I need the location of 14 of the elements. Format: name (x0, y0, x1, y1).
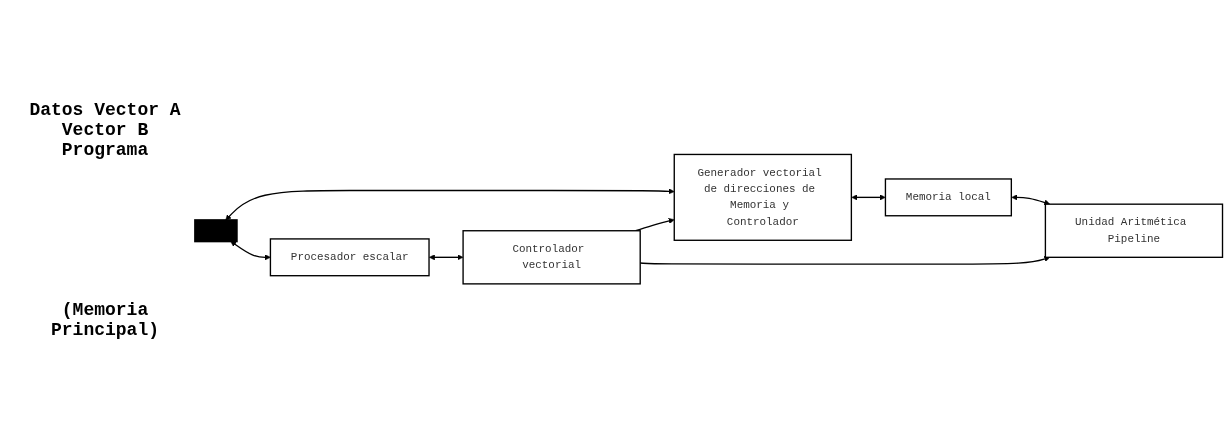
node-box: Unidad Aritmética Pipeline (1044, 203, 1224, 259)
node-box: Controlador vectorial (462, 230, 641, 285)
node-box: Generador vectorial de direcciones de Memoria y Controlador (673, 154, 853, 242)
node-box: Memoria local (884, 178, 1012, 217)
memory-label: Datos Vector A Vector B Programa (28, 99, 182, 160)
node-box: Procesador escalar (269, 238, 430, 277)
memory-label: (Memoria Principal) (50, 299, 160, 340)
arrow (851, 194, 886, 201)
arrow (230, 241, 271, 261)
arrow (429, 254, 464, 261)
arrow (225, 188, 675, 221)
node-bar (194, 219, 238, 243)
arrow (635, 218, 675, 232)
arrow (1011, 194, 1051, 206)
